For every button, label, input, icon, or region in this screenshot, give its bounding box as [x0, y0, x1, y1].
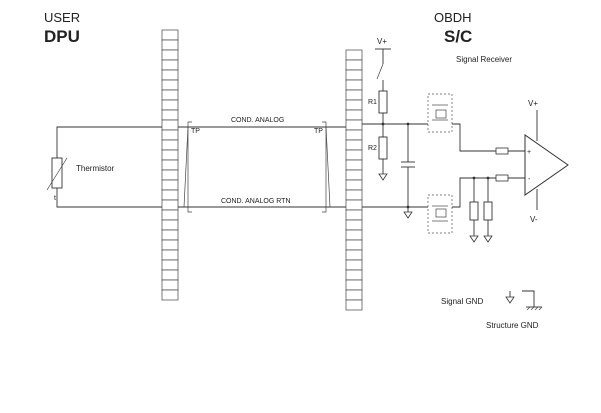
connector-pin [161, 169, 179, 181]
signal-gnd-icon [505, 296, 515, 304]
relay-top [427, 93, 453, 133]
r1-label: R1 [368, 99, 377, 106]
connector-pin [345, 229, 363, 241]
vplus-amp-label: V+ [528, 99, 538, 108]
connector-pin [345, 279, 363, 291]
r2-label: R2 [368, 145, 377, 152]
connector-pin [345, 159, 363, 171]
connector-pin [161, 159, 179, 171]
connector-pin [161, 199, 179, 211]
amp-plus-label: + [527, 149, 531, 156]
connector-pin [161, 139, 179, 151]
connector-pin [345, 269, 363, 281]
tp-left-label: TP [191, 128, 200, 135]
vminus-amp-label: V- [530, 215, 538, 224]
signal-receiver-label: Signal Receiver [456, 55, 512, 64]
connector-pin [161, 59, 179, 71]
connector-pin [161, 79, 179, 91]
connector-pin [161, 229, 179, 241]
connector-pin [345, 129, 363, 141]
connector-pin [345, 209, 363, 221]
dpu-label: DPU [44, 27, 80, 46]
connector-pin [161, 289, 179, 301]
connector-pin [161, 109, 179, 121]
user-label: USER [44, 10, 80, 25]
connector-pin [345, 99, 363, 111]
connector-strip-right [345, 49, 363, 311]
connector-pin [161, 69, 179, 81]
ground-symbol [378, 173, 388, 181]
connector-pin [345, 169, 363, 181]
connector-pin [161, 209, 179, 221]
connector-pin [161, 39, 179, 51]
thermistor: Thermistor t [46, 126, 162, 208]
ground-symbol [469, 235, 479, 243]
connector-pin [345, 79, 363, 91]
r1-resistor [378, 90, 388, 114]
connector-pin [345, 189, 363, 201]
connector-pin [161, 89, 179, 101]
receiver-circuit: V+ R1 R2 [362, 37, 569, 243]
connector-pin [161, 29, 179, 41]
signal-gnd-label: Signal GND [441, 297, 483, 306]
r2-resistor [378, 136, 388, 160]
connector-pin [345, 199, 363, 211]
ground-symbol [403, 211, 413, 219]
connector-pin [345, 259, 363, 271]
amp-minus-label: - [528, 176, 531, 183]
connector-pin [345, 139, 363, 151]
vplus-top-label: V+ [377, 37, 387, 46]
connector-pin [161, 149, 179, 161]
thermistor-t-label: t [54, 195, 56, 202]
connector-pin [345, 299, 363, 311]
connector-pin [345, 239, 363, 251]
connector-pin [161, 259, 179, 271]
connector-pin [161, 249, 179, 261]
relay-bottom [427, 194, 453, 234]
connector-pin [345, 179, 363, 191]
connector-pin [345, 109, 363, 121]
connector-pin [161, 279, 179, 291]
cond-analog-label: COND. ANALOG [231, 117, 284, 124]
connector-strip-left [161, 29, 179, 301]
connector-pin [161, 99, 179, 111]
connector-pin [161, 189, 179, 201]
connector-pin [161, 129, 179, 141]
connector-pin [345, 89, 363, 101]
connector-pin [345, 289, 363, 301]
connector-pin [345, 219, 363, 231]
connector-pin [161, 119, 179, 131]
connector-pin [345, 49, 363, 61]
obdh-label: OBDH [434, 10, 472, 25]
connector-pin [345, 149, 363, 161]
connector-pin [161, 49, 179, 61]
ground-symbol [483, 235, 493, 243]
op-amp [524, 134, 569, 196]
connector-pin [345, 119, 363, 131]
cond-analog-rtn-label: COND. ANALOG RTN [221, 198, 291, 205]
ground-legend: Signal GND Structure GND [441, 290, 543, 330]
connector-pin [345, 59, 363, 71]
connector-pin [161, 269, 179, 281]
sc-label: S/C [444, 27, 472, 46]
connector-pin [161, 179, 179, 191]
connector-pin [345, 249, 363, 261]
tp-right-label: TP [314, 128, 323, 135]
connector-pin [161, 239, 179, 251]
structure-gnd-icon [526, 306, 543, 311]
thermistor-label: Thermistor [76, 164, 115, 173]
connector-pin [161, 219, 179, 231]
connector-pin [345, 69, 363, 81]
structure-gnd-label: Structure GND [486, 321, 539, 330]
cable-pair: TP TP COND. ANALOG COND. ANALOG RTN [178, 117, 346, 213]
